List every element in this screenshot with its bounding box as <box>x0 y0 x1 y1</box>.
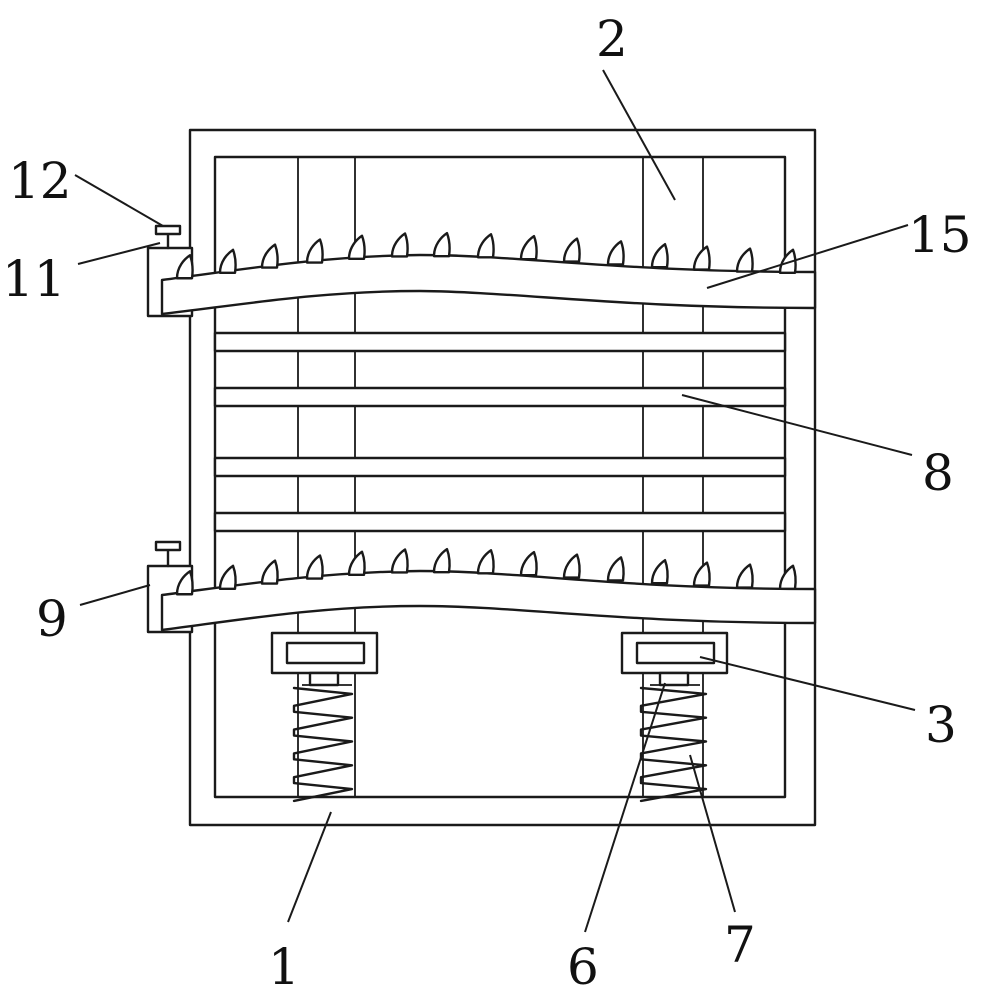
spike <box>175 570 194 596</box>
leader-11 <box>77 242 161 265</box>
spike <box>519 550 538 577</box>
leader-lines <box>74 69 916 933</box>
spike <box>476 549 495 575</box>
spike <box>218 248 237 275</box>
spike <box>562 237 581 263</box>
spike <box>347 550 366 577</box>
spike <box>476 233 495 259</box>
spike <box>606 556 625 582</box>
spike-row-lower <box>175 547 797 596</box>
spike <box>606 240 625 266</box>
spike <box>175 254 194 280</box>
lower-curved-plate <box>160 569 817 632</box>
label-2: 2 <box>596 10 628 68</box>
leader-9 <box>79 584 151 606</box>
leader-1 <box>287 811 332 923</box>
leader-2 <box>602 69 676 201</box>
horizontal-bars <box>213 331 787 533</box>
label-1: 1 <box>268 938 300 996</box>
label-6: 6 <box>567 938 599 996</box>
label-8: 8 <box>922 444 954 502</box>
spike <box>650 243 669 269</box>
leader-7 <box>689 754 736 913</box>
label-12: 12 <box>8 152 72 210</box>
leader-12 <box>74 174 164 227</box>
left-spring-assembly <box>270 631 379 803</box>
spike <box>390 232 409 258</box>
spike <box>562 553 581 579</box>
leader-6 <box>584 682 666 933</box>
spike <box>218 564 237 591</box>
spike <box>390 548 409 574</box>
spike <box>347 234 366 261</box>
spike-row-upper <box>175 231 797 280</box>
label-11: 11 <box>2 250 66 308</box>
spike <box>650 559 669 585</box>
housing-frame <box>188 128 817 827</box>
spike <box>260 243 279 269</box>
leader-3 <box>699 656 916 711</box>
leader-8 <box>681 394 913 456</box>
spike <box>692 561 711 587</box>
label-7: 7 <box>724 916 756 974</box>
spike <box>305 554 324 580</box>
reference-numerals: 2 12 11 15 8 9 3 1 6 7 <box>2 10 972 996</box>
spike <box>692 245 711 271</box>
spike <box>778 564 797 590</box>
spike <box>260 559 279 585</box>
label-9: 9 <box>36 590 68 648</box>
label-15: 15 <box>908 206 972 264</box>
leader-15 <box>706 224 909 289</box>
spike <box>432 231 451 258</box>
spike <box>735 563 754 589</box>
spike <box>305 238 324 264</box>
spike <box>432 547 451 574</box>
spike <box>778 248 797 274</box>
right-spring-assembly <box>620 631 729 803</box>
spike <box>519 234 538 261</box>
spike <box>735 247 754 273</box>
label-3: 3 <box>925 696 957 754</box>
